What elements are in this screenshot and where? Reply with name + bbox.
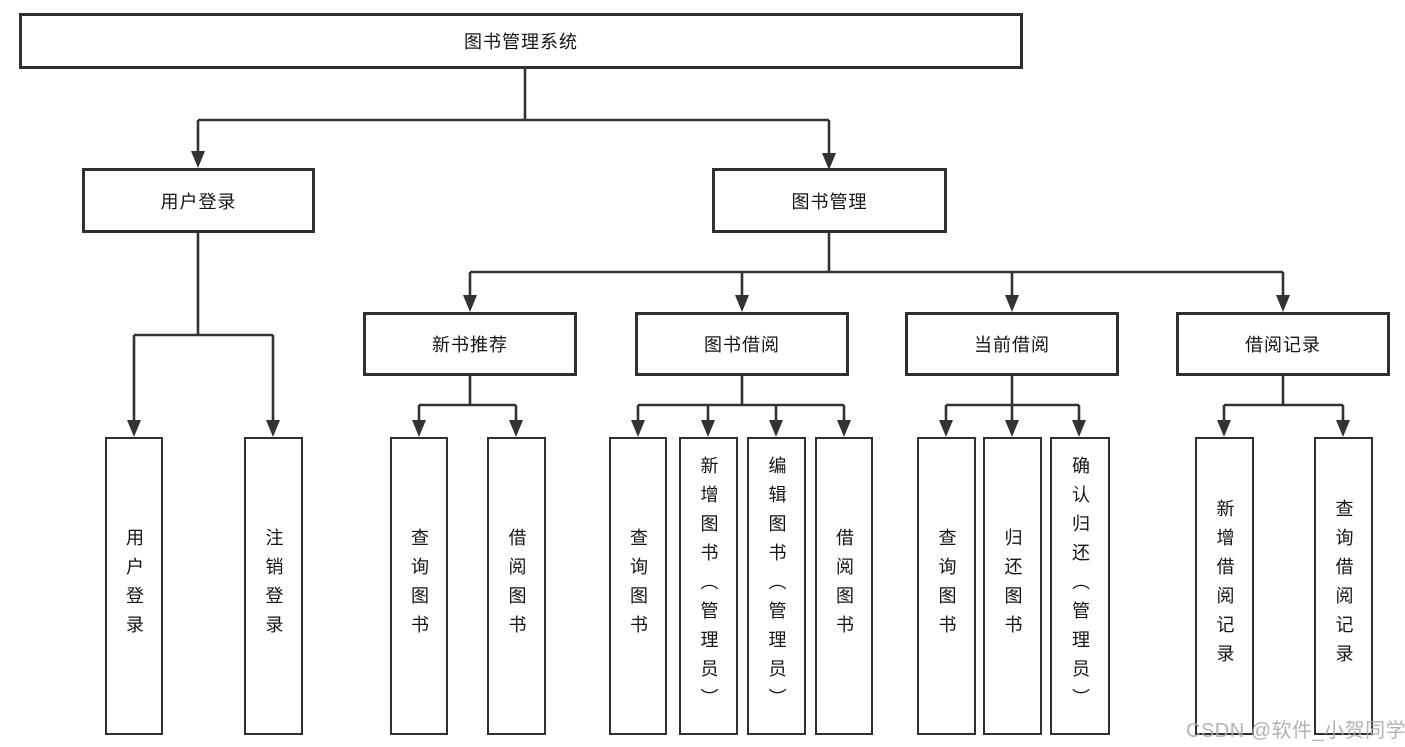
connector-line (196, 69, 831, 154)
arrow-head (939, 420, 953, 437)
arrow-head (191, 151, 205, 168)
arrow-head (769, 420, 783, 437)
connector-new-book-recommend (412, 376, 523, 437)
node-label: 用户登录 (124, 528, 144, 644)
node-borrow-records: 借阅记录 (1176, 312, 1390, 376)
connector-line (1222, 376, 1345, 421)
node-label: 图书管理 (791, 191, 868, 212)
arrow-head (509, 420, 523, 437)
arrow-head (1217, 420, 1231, 437)
node-label: 借阅图书 (506, 528, 527, 644)
arrow-head (1336, 420, 1350, 437)
node-label: 注销登录 (263, 528, 284, 644)
node-current-borrow: 当前借阅 (905, 312, 1119, 376)
arrow-head (266, 420, 280, 437)
leaf-add-book-admin: 新增图书（管理员） (679, 437, 738, 735)
leaf-borrow-books: 借阅图书 (815, 437, 873, 735)
arrow-head (837, 420, 851, 437)
connector-line (468, 233, 1285, 296)
connector-line (944, 376, 1081, 421)
leaf-query-books-current: 查询图书 (917, 437, 976, 735)
node-book-borrow: 图书借阅 (635, 312, 849, 376)
arrow-head (463, 295, 477, 312)
node-book-management: 图书管理 (712, 168, 947, 233)
connector-user-login (127, 233, 280, 437)
connector-line (636, 376, 846, 421)
node-label: 编辑图书（管理员） (766, 455, 787, 717)
node-label: 查询图书 (936, 528, 957, 644)
node-label: 查询借阅记录 (1333, 499, 1354, 673)
node-user-login: 用户登录 (82, 168, 315, 233)
arrow-head (1276, 295, 1290, 312)
leaf-user-login: 用户登录 (105, 437, 163, 735)
arrow-head (701, 420, 715, 437)
arrow-head (1005, 420, 1019, 437)
node-label: 归还图书 (1002, 528, 1023, 644)
leaf-logout: 注销登录 (244, 437, 303, 735)
node-label: 查询图书 (628, 528, 648, 644)
connector-root (191, 69, 836, 170)
leaf-confirm-return-admin: 确认归还（管理员） (1050, 437, 1110, 735)
node-label: 图书管理系统 (464, 32, 578, 52)
node-label: 确认归还（管理员） (1070, 455, 1090, 717)
node-label: 图书借阅 (704, 335, 780, 355)
node-label: 新书推荐 (432, 335, 508, 355)
node-label: 借阅图书 (834, 528, 854, 644)
node-label: 当前借阅 (974, 335, 1050, 355)
arrow-head (412, 420, 426, 437)
leaf-borrow-books-recommend: 借阅图书 (487, 437, 546, 735)
node-label: 用户登录 (160, 191, 237, 212)
arrow-head (631, 420, 645, 437)
arrow-head (127, 420, 141, 437)
node-label: 借阅记录 (1245, 335, 1321, 355)
connector-book-management (463, 233, 1290, 312)
arrow-head (1072, 420, 1086, 437)
leaf-edit-book-admin: 编辑图书（管理员） (747, 437, 806, 735)
watermark: CSDN @软件_小贺同学 (1186, 720, 1405, 742)
node-root: 图书管理系统 (19, 13, 1023, 69)
node-label: 新增图书（管理员） (698, 455, 719, 717)
leaf-query-borrow-record: 查询借阅记录 (1314, 437, 1373, 735)
node-new-book-recommend: 新书推荐 (363, 312, 577, 376)
leaf-return-books: 归还图书 (983, 437, 1042, 735)
arrow-head (735, 295, 749, 312)
leaf-query-books-recommend: 查询图书 (390, 437, 448, 735)
arrow-head (1005, 295, 1019, 312)
leaf-query-books-borrow: 查询图书 (609, 437, 667, 735)
connector-book-borrow (631, 376, 851, 437)
leaf-add-borrow-record: 新增借阅记录 (1195, 437, 1254, 735)
connector-current-borrow (939, 376, 1086, 437)
node-label: 查询图书 (409, 528, 429, 644)
connector-line (417, 376, 518, 421)
connector-borrow-records (1217, 376, 1350, 437)
node-label: 新增借阅记录 (1214, 499, 1235, 673)
connector-line (132, 233, 275, 421)
